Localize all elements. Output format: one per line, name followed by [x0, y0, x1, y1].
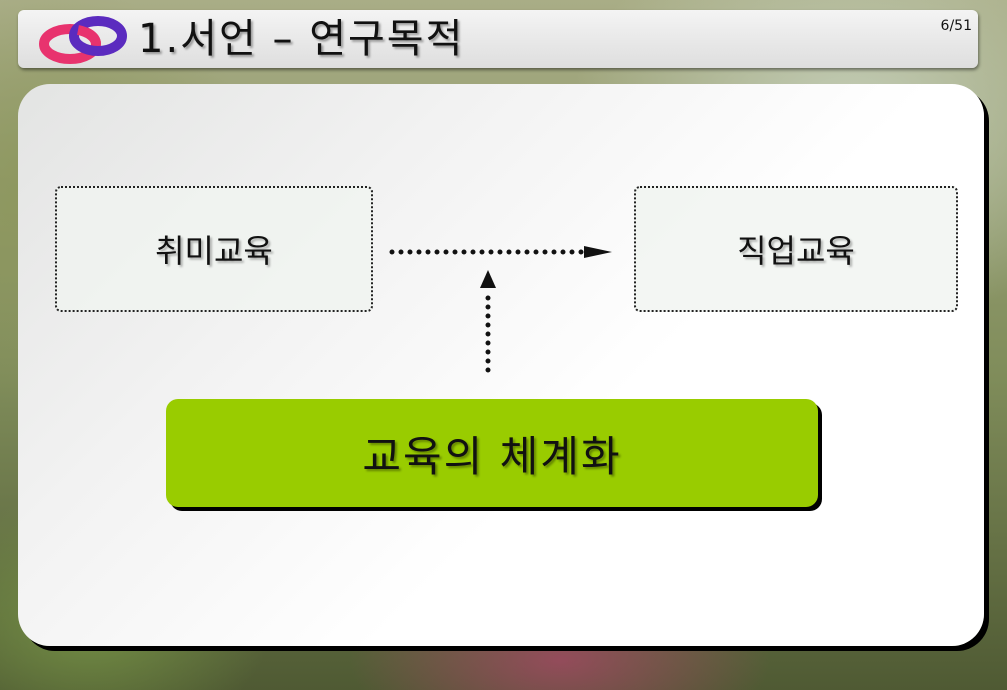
vocational-education-box: 직업교육 — [634, 186, 958, 312]
content-panel: 취미교육 직업교육 교육의 체계화 — [18, 84, 984, 646]
linked-rings-logo-icon — [39, 16, 127, 64]
arrows — [389, 246, 612, 373]
horizontal-dotted-arrow — [389, 246, 612, 258]
education-systemization-box: 교육의 체계화 — [166, 399, 818, 507]
hobby-education-box: 취미교육 — [55, 186, 373, 312]
vertical-dotted-arrow — [480, 270, 496, 373]
page-number: 6/51 — [940, 18, 972, 34]
page-title: 1.서언 – 연구목적 — [138, 16, 465, 62]
title-bar: 1.서언 – 연구목적 6/51 — [18, 10, 978, 68]
